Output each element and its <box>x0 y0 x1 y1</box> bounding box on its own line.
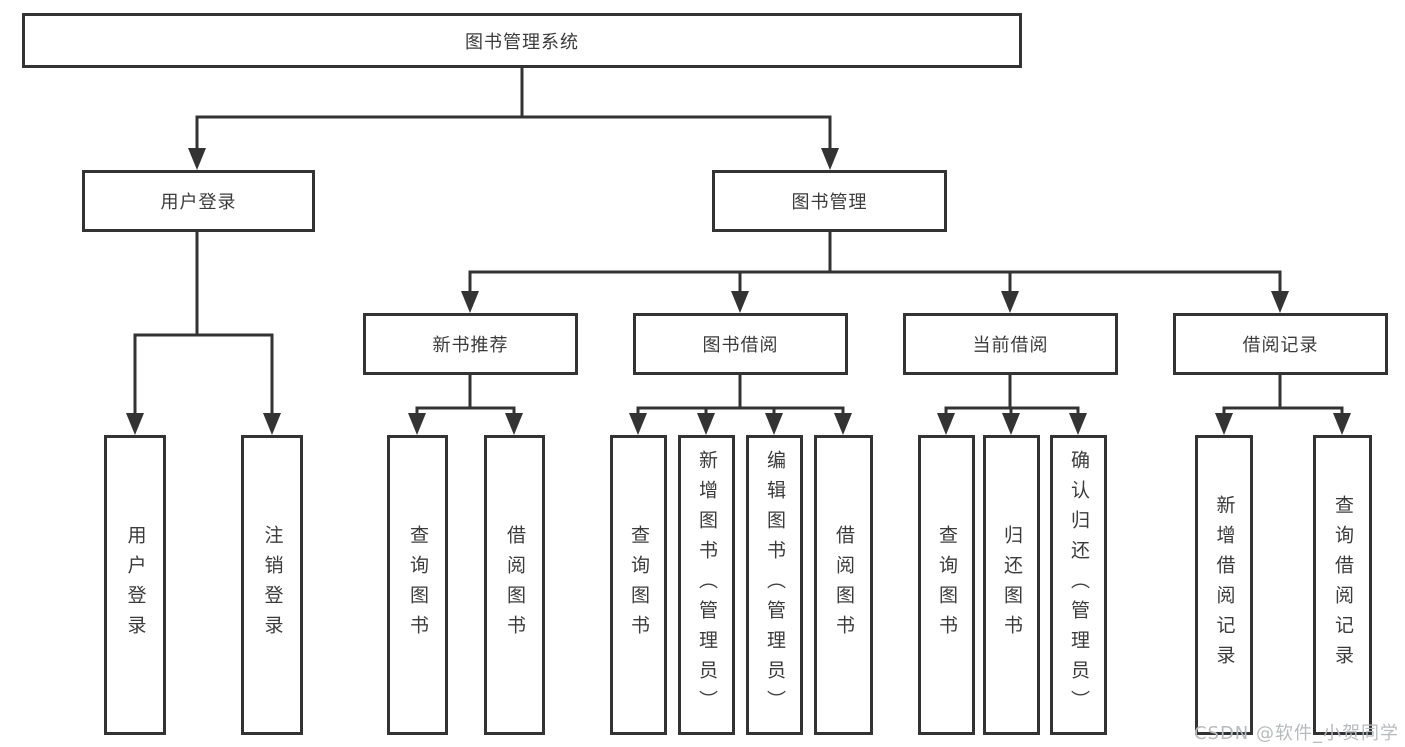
node-leaf-confirm-return-admin: 确认归还（管理员） <box>1050 435 1107 735</box>
csdn-watermark: CSDN @软件_小贺同学 <box>1193 723 1399 744</box>
node-leaf-query-borrow-record: 查询借阅记录 <box>1313 435 1372 735</box>
node-leaf-return-books: 归还图书 <box>983 435 1040 735</box>
connector-bookborrow-to-leaves <box>629 375 852 435</box>
node-leaf-query-books-current: 查询图书 <box>918 435 975 735</box>
node-leaf-borrow-books-recommendation: 借阅图书 <box>484 435 545 735</box>
node-leaf-query-books-borrowing: 查询图书 <box>610 435 667 735</box>
node-leaf-logout: 注销登录 <box>241 435 303 735</box>
connector-newbookrec-to-leaves <box>408 375 523 435</box>
connector-root-to-level2 <box>188 68 839 170</box>
node-leaf-borrow-books-borrowing: 借阅图书 <box>814 435 873 735</box>
node-leaf-edit-books-admin: 编辑图书（管理员） <box>746 435 803 735</box>
connector-currentborrow-to-leaves <box>937 375 1087 435</box>
node-leaf-user-login: 用户登录 <box>104 435 166 735</box>
node-leaf-add-books-admin: 新增图书（管理员） <box>678 435 735 735</box>
node-book-borrowing: 图书借阅 <box>633 313 848 375</box>
node-new-book-recommendation: 新书推荐 <box>363 313 578 375</box>
node-book-management-system: 图书管理系统 <box>22 13 1022 68</box>
node-leaf-query-books-recommendation: 查询图书 <box>387 435 448 735</box>
connector-userlogin-to-leaves <box>126 232 281 435</box>
connector-bookmgmt-to-level3 <box>461 232 1289 313</box>
node-user-login: 用户登录 <box>82 170 315 232</box>
node-borrowing-records: 借阅记录 <box>1173 313 1388 375</box>
node-leaf-add-borrow-record: 新增借阅记录 <box>1195 435 1253 735</box>
connector-borrowrecords-to-leaves <box>1215 375 1351 435</box>
node-current-borrowing: 当前借阅 <box>903 313 1118 375</box>
node-book-management: 图书管理 <box>712 170 947 232</box>
